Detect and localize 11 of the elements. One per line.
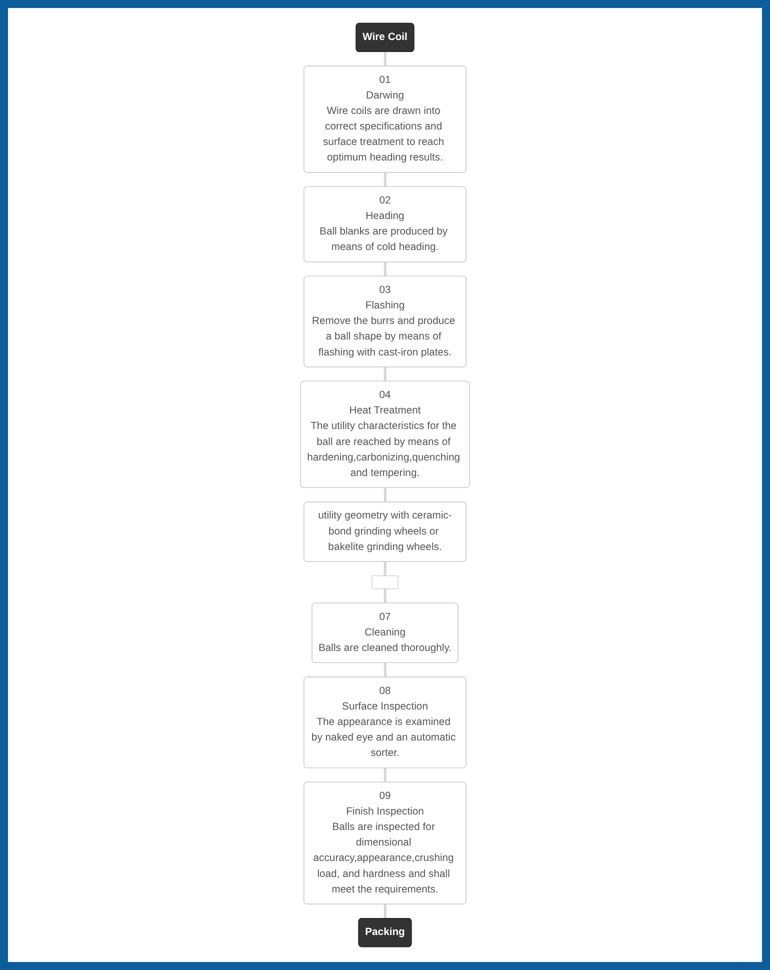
connector [384, 172, 387, 188]
connector [384, 562, 387, 576]
connector [384, 904, 387, 919]
connector [384, 52, 387, 66]
connector [384, 262, 387, 277]
node-box [372, 575, 398, 590]
connector [384, 588, 387, 604]
connector [384, 662, 387, 678]
connector [384, 488, 387, 502]
connector [384, 768, 387, 782]
connector [384, 367, 387, 382]
